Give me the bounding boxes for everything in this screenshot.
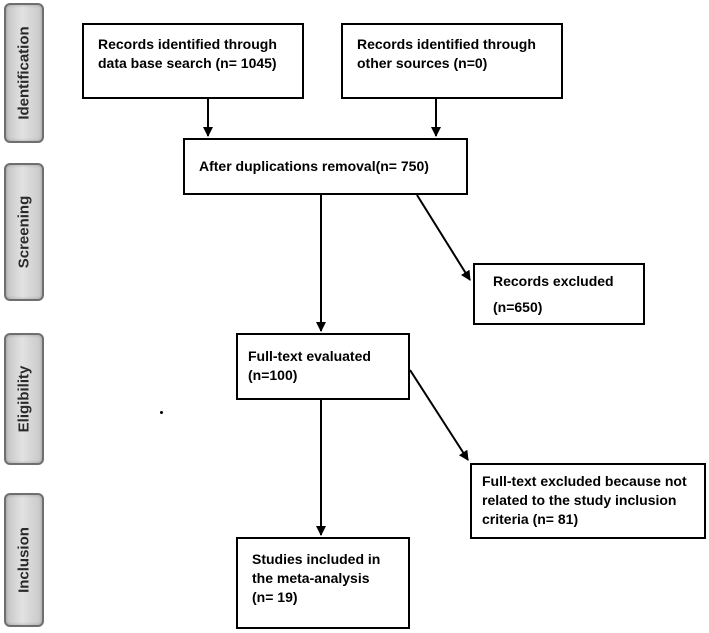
phase-inclusion: Inclusion: [4, 493, 44, 627]
stray-dot: [160, 411, 163, 414]
box-full-text-excluded: Full-text excluded because not related t…: [470, 463, 706, 539]
box-full-text-evaluated: Full-text evaluated (n=100): [236, 333, 410, 400]
phase-eligibility: Eligibility: [4, 333, 44, 465]
box-database-search: Records identified through data base sea…: [82, 23, 304, 99]
box-other-sources-text: Records identified through other sources…: [357, 36, 536, 71]
arrow-fulltext-to-excluded: [409, 369, 469, 461]
box-after-duplicates: After duplications removal(n= 750): [183, 138, 468, 195]
arrow-duplicates-to-excluded: [416, 194, 471, 281]
phase-screening: Screening: [4, 163, 44, 301]
box-studies-included-text: Studies included in the meta-analysis (n…: [252, 551, 381, 605]
box-studies-included: Studies included in the meta-analysis (n…: [236, 537, 410, 629]
box-records-excluded-text: Records excluded (n=650): [493, 273, 614, 315]
box-other-sources: Records identified through other sources…: [341, 23, 563, 99]
box-after-duplicates-text: After duplications removal(n= 750): [199, 158, 429, 174]
box-full-text-evaluated-text: Full-text evaluated (n=100): [248, 348, 371, 383]
box-full-text-excluded-text: Full-text excluded because not related t…: [482, 473, 687, 527]
box-database-search-text: Records identified through data base sea…: [98, 36, 277, 71]
phase-identification: Identification: [4, 3, 44, 143]
box-records-excluded: Records excluded (n=650): [473, 263, 645, 325]
